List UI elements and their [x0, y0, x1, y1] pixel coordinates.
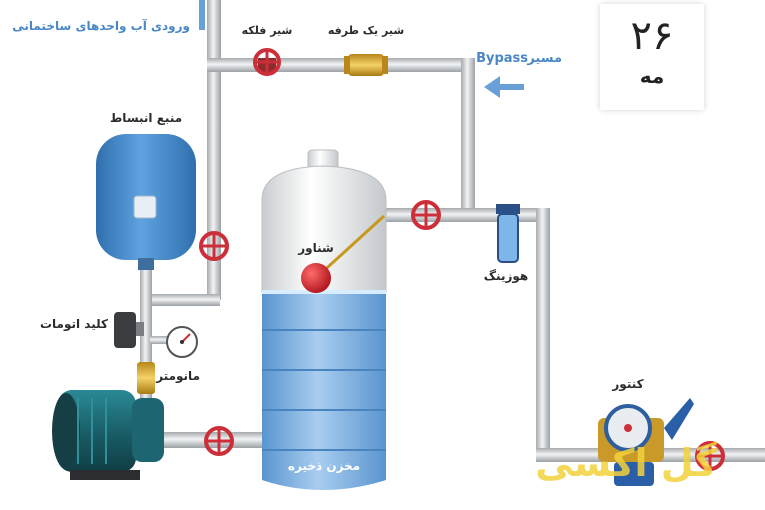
- date-badge: ۲۶ مه: [600, 4, 704, 110]
- watermark-text: گل اکسی: [535, 441, 717, 485]
- manometer-icon: [166, 326, 198, 358]
- label-bypass-word: Bypass: [476, 51, 528, 66]
- label-bypass-path: مسیر: [526, 51, 562, 66]
- bypass-arrow-icon: [484, 76, 524, 98]
- pump-icon: [52, 390, 164, 480]
- float-ball-icon: [301, 214, 386, 293]
- label-inlet: ورودی آب واحدهای ساختمانی: [12, 18, 190, 34]
- label-meter: کنتور: [611, 377, 643, 392]
- label-check-valve: شیر یک طرفه: [328, 24, 404, 37]
- label-expansion-tank: منبع انبساط: [110, 111, 182, 125]
- label-storage-tank: مخزن ذخیره: [288, 459, 360, 473]
- label-manometer: مانومتر: [155, 369, 200, 384]
- valve-wheel-suction: [204, 426, 234, 456]
- pipe-top-horizontal: [207, 58, 475, 72]
- auto-switch-icon: [114, 312, 144, 348]
- valve-wheel-tank-outlet: [411, 200, 441, 230]
- label-float: شناور: [297, 241, 334, 256]
- strainer-housing-icon: [496, 204, 520, 263]
- valve-wheel-meter: [695, 441, 725, 471]
- pipe-tank-outlet: [385, 208, 550, 222]
- pipe-riser-left: [207, 0, 221, 300]
- date-day: ۲۶: [630, 13, 674, 59]
- pipe-bypass-vertical: [461, 58, 475, 218]
- inlet-arrow-icon: [199, 0, 205, 30]
- label-strainer: هوزینگ: [484, 269, 528, 284]
- label-auto-switch: کلید اتومات: [40, 317, 108, 332]
- date-month: مه: [639, 64, 665, 88]
- check-valve-icon: [344, 54, 388, 76]
- pipe-gauge-stub: [150, 336, 180, 344]
- label-valve-top: شیر فلکه: [242, 24, 293, 37]
- watermark-logo: گل اکسی: [535, 441, 717, 485]
- valve-wheel-top: [253, 48, 281, 76]
- pipe-right-down: [536, 208, 550, 458]
- storage-tank-icon: [261, 149, 387, 490]
- pipe-switch-branch: [140, 294, 220, 306]
- expansion-tank-icon: [96, 134, 196, 270]
- riser-brass-fitting: [137, 362, 155, 394]
- valve-wheel-riser: [199, 231, 229, 261]
- water-meter-icon: [598, 398, 694, 486]
